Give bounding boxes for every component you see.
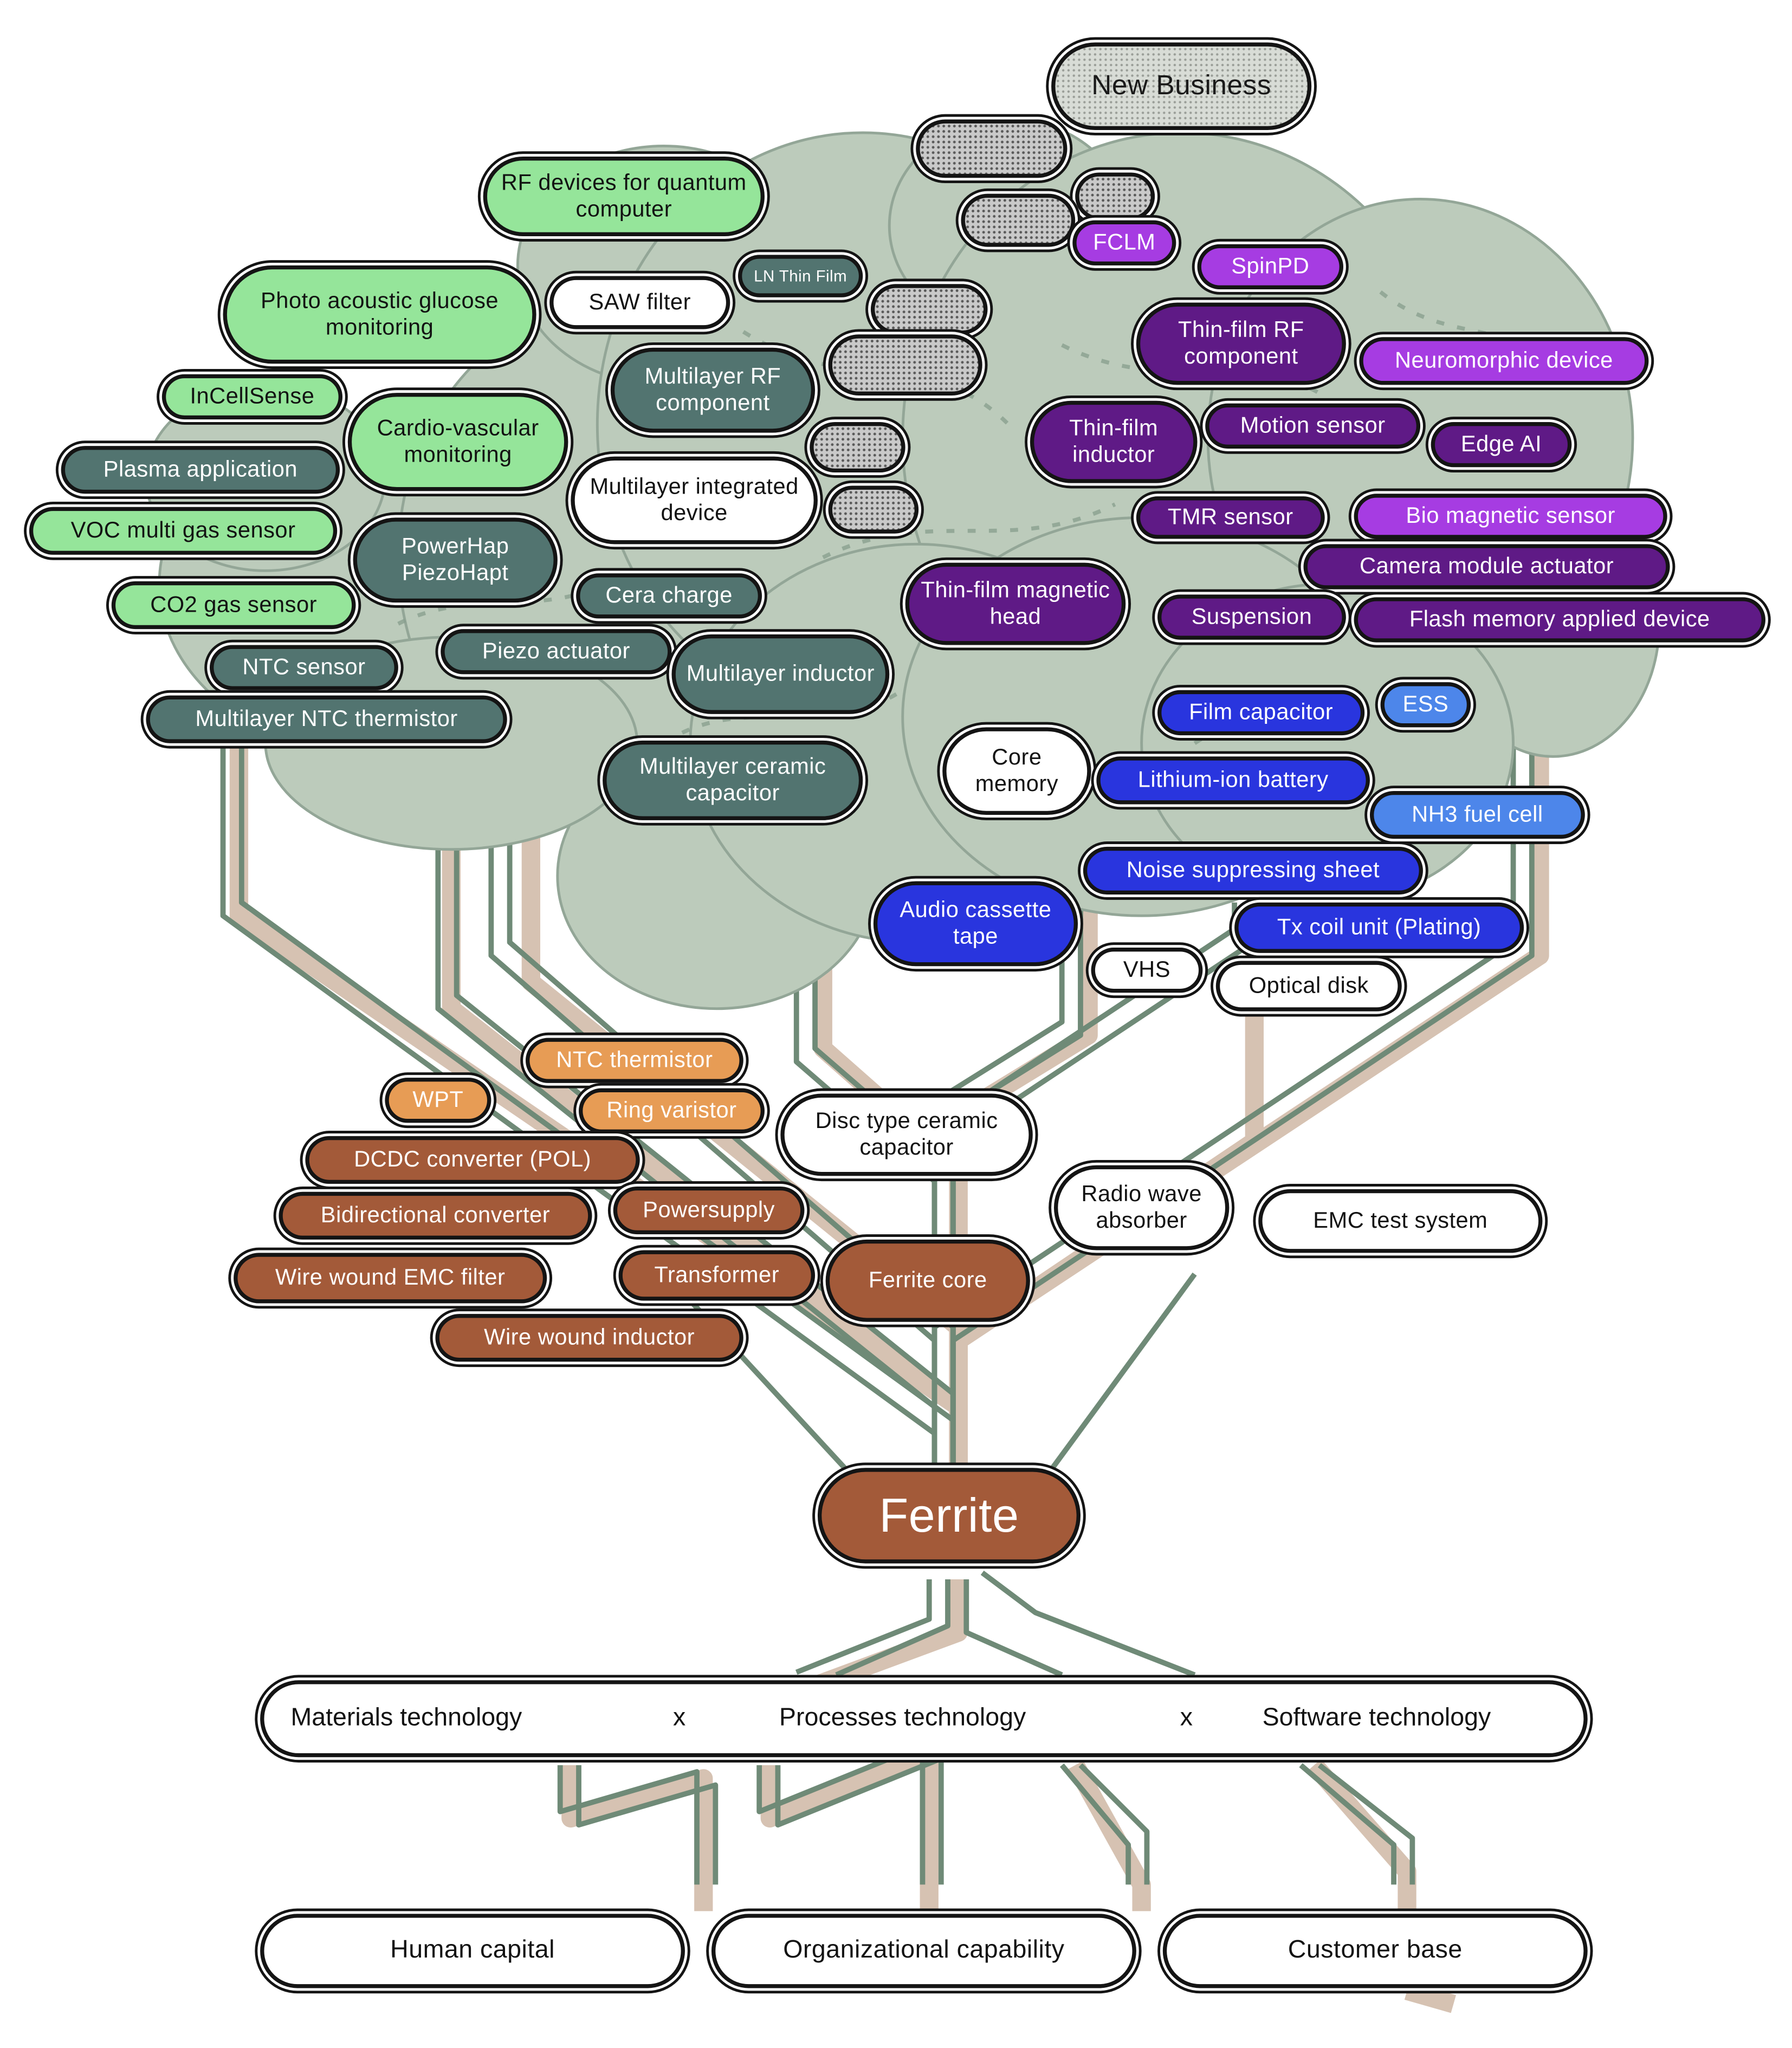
node-vhs: VHS [1091,948,1203,993]
node-ln-thin-film: LN Thin Film [737,255,863,297]
node-edge-ai: Edge AI [1431,422,1572,468]
node-emc-test: EMC test system [1258,1189,1543,1253]
node-fclm: FCLM [1072,220,1176,265]
node-voc: VOC multi gas sensor [29,507,338,555]
node-cera-charge: Cera charge [576,573,762,619]
node-cardio: Cardio-vascular monitoring [347,393,568,491]
times-symbol: x [672,1704,686,1732]
software-technology-label: Software technology [1262,1704,1491,1732]
times-symbol: x [1180,1704,1193,1732]
node-powerhap: PowerHap PiezoHapt [353,517,558,603]
node-flash: Flash memory applied device [1354,597,1765,643]
placeholder-bubble [810,422,905,473]
node-ntc-sensor: NTC sensor [210,645,398,690]
root-human-capital: Human capital [260,1914,685,1988]
placeholder-bubble [870,284,988,335]
node-bidirectional: Bidirectional converter [279,1191,592,1240]
node-disc-cap: Disc type ceramic capacitor [780,1093,1033,1176]
processes-technology-label: Processes technology [779,1704,1026,1732]
new-business-label: New Business [1051,42,1312,131]
placeholder-bubble [828,334,982,396]
node-photo-acoustic: Photo acoustic glucose monitoring [223,265,536,364]
node-co2: CO2 gas sensor [111,581,356,630]
node-wpt: WPT [385,1078,491,1123]
node-radio-wave: Radio wave absorber [1053,1165,1230,1250]
placeholder-bubble [828,485,919,534]
node-mlcc: Multilayer ceramic capacitor [603,740,863,820]
node-camera: Camera module actuator [1303,544,1670,589]
node-dcdc: DCDC converter (POL) [305,1136,640,1184]
node-piezo: Piezo actuator [441,629,672,675]
node-bio-mag: Bio magnetic sensor [1354,494,1667,539]
node-core-memory: Core memory [942,727,1091,815]
node-ring-varistor: Ring varistor [579,1088,765,1133]
placeholder-bubble [1075,172,1155,221]
node-tx-coil: Tx coil unit (Plating) [1234,902,1524,953]
materials-technology-label: Materials technology [290,1704,522,1732]
node-incellsense: InCellSense [161,374,342,420]
node-ml-integrated: Multilayer integrated device [571,456,818,545]
node-ml-inductor: Multilayer inductor [671,634,890,714]
node-tf-rf: Thin-film RF component [1136,302,1346,385]
node-motion: Motion sensor [1205,403,1421,449]
node-audio: Audio cassette tape [873,881,1078,967]
root-organizational-capability: Organizational capability [711,1914,1136,1988]
node-optical: Optical disk [1215,961,1402,1012]
node-ess: ESS [1380,682,1471,728]
node-suspension: Suspension [1157,594,1346,640]
node-tf-inductor: Thin-film inductor [1030,400,1198,483]
node-ml-ntc: Multilayer NTC thermistor [146,695,507,743]
node-film-cap: Film capacitor [1157,690,1365,736]
node-ntc-thermistor: NTC thermistor [526,1038,743,1083]
node-neuromorphic: Neuromorphic device [1359,337,1649,385]
node-saw-filter: SAW filter [549,276,730,329]
node-wire-inductor: Wire wound inductor [435,1314,743,1362]
node-ml-rf: Multilayer RF component [610,347,816,433]
node-powersupply: Powersupply [613,1186,805,1235]
placeholder-bubble [961,193,1076,247]
node-tmr: TMR sensor [1136,496,1325,539]
technologies-bar: Materials technology x Processes technol… [260,1680,1588,1758]
node-ferrite-core: Ferrite core [825,1239,1030,1322]
root-customer-base: Customer base [1162,1914,1588,1988]
node-transformer: Transformer [618,1250,816,1301]
node-wire-emc: Wire wound EMC filter [234,1253,547,1304]
node-spinpd: SpinPD [1197,244,1343,290]
node-li-ion: Lithium-ion battery [1096,756,1370,805]
ferrite-root-node: Ferrite [817,1468,1081,1564]
node-nh3: NH3 fuel cell [1369,790,1585,839]
node-plasma: Plasma application [61,446,340,494]
node-rf-quantum: RF devices for quantum computer [483,157,765,237]
node-tf-head: Thin-film magnetic head [905,562,1126,645]
node-noise: Noise suppressing sheet [1083,846,1423,895]
placeholder-bubble [916,119,1068,178]
